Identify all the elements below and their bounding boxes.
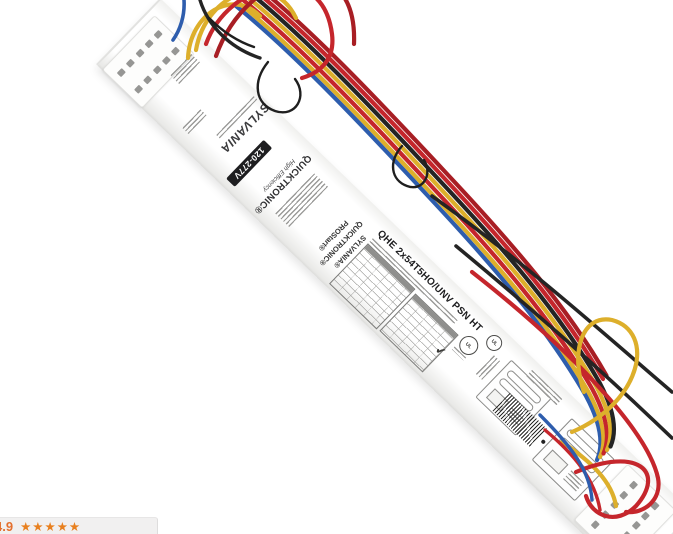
rating-bar[interactable]: 4.9 ★★★★★ [0, 517, 158, 534]
micro-print [181, 108, 207, 134]
rating-stars: ★★★★★ [20, 520, 82, 534]
ballast-body: SYLVANIA 120-277V QUICKTRONIC® High Effi… [96, 0, 673, 534]
cable-tie [392, 144, 429, 189]
red-wire [213, 0, 357, 59]
rating-value: 4.9 [0, 519, 14, 534]
yellow-wire [193, 0, 299, 53]
cable-tie [207, 16, 256, 49]
cul-listed-icon: UL [482, 331, 506, 355]
